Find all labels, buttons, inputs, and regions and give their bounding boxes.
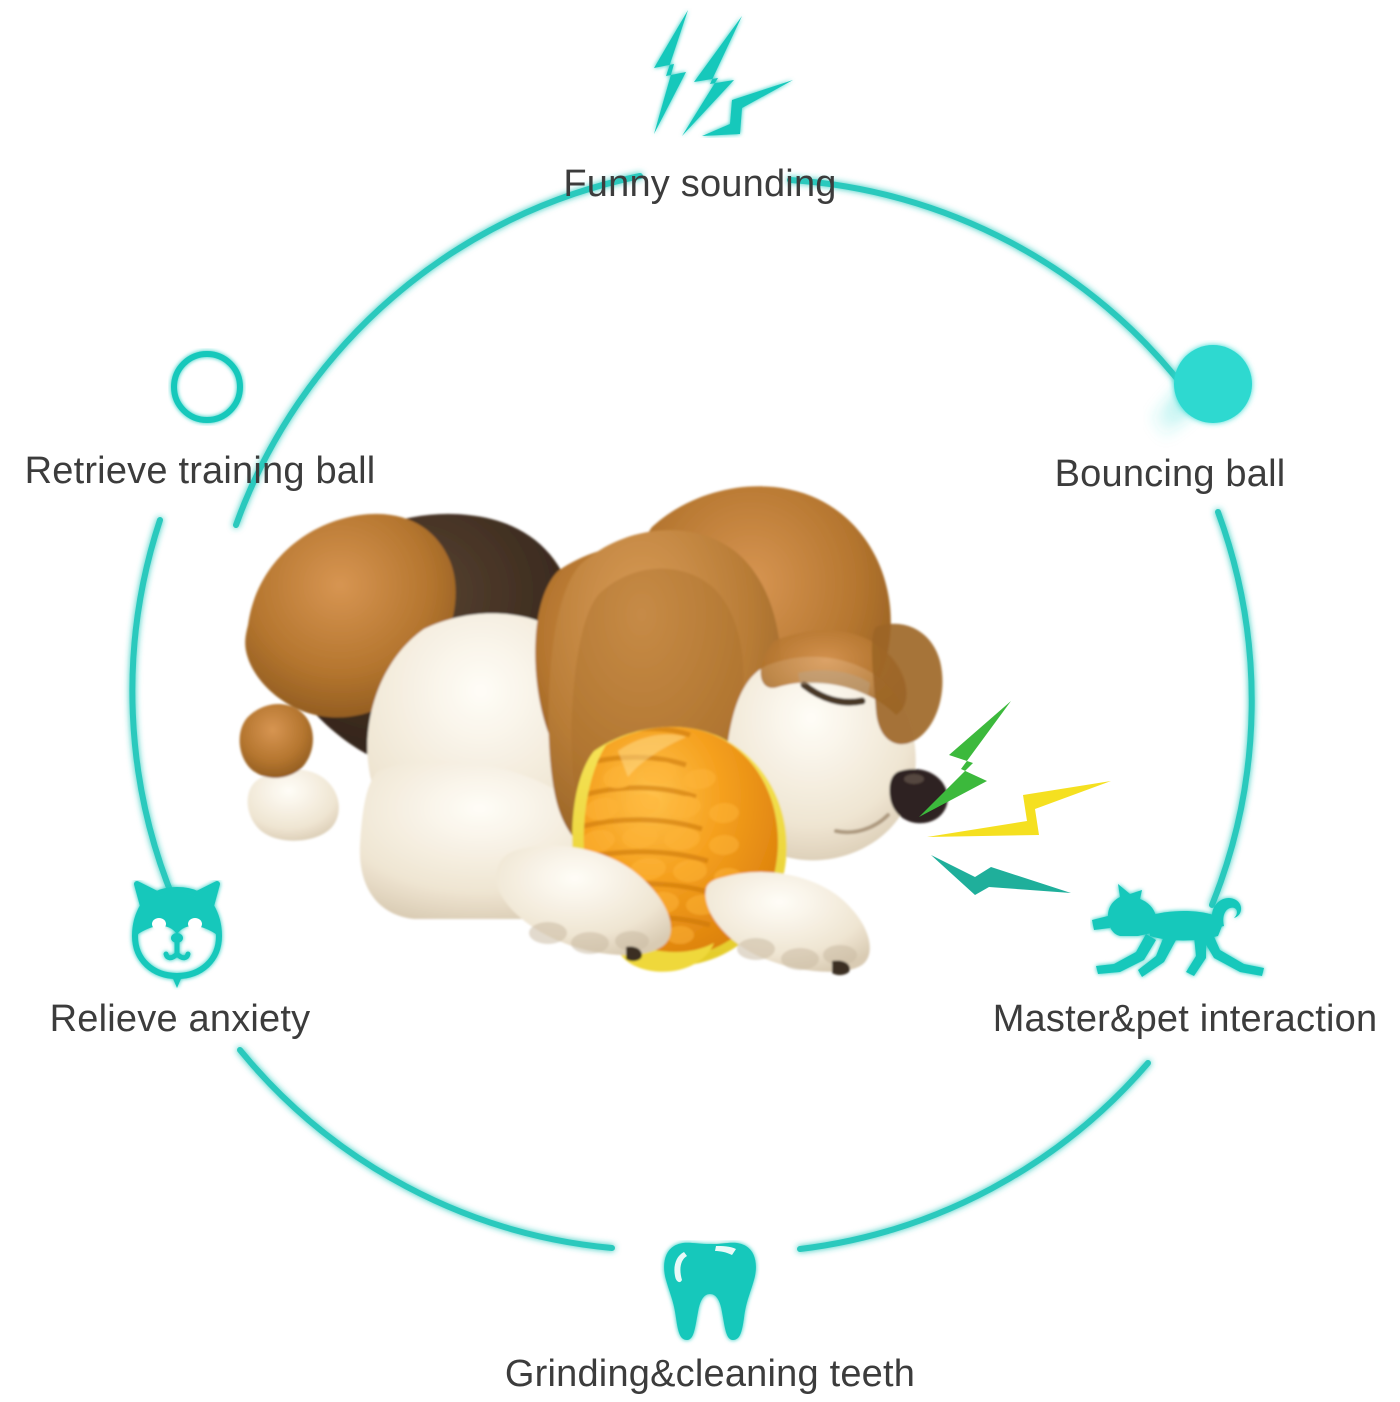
dog-nose-highlight: [904, 774, 924, 784]
ring-outline-icon: [168, 348, 246, 426]
dog-paw-right-claw: [832, 960, 850, 976]
dog-eye-right: [188, 918, 202, 930]
label-bouncing-ball: Bouncing ball: [1054, 453, 1286, 495]
dog-chin: [171, 974, 183, 988]
bolt-green-icon: [919, 701, 1011, 817]
sound-effect-bolts: [905, 695, 1125, 935]
dog-mouth: [163, 940, 191, 961]
arc-bottomleft: [237, 1047, 615, 1251]
dog-rear-foot: [247, 769, 339, 841]
toy-highlight: [618, 734, 686, 777]
tooth-notch: [715, 1246, 736, 1255]
bolt-yellow-icon: [927, 781, 1111, 837]
dog-rear-hock: [239, 703, 313, 778]
running-dog-icon: [1090, 880, 1270, 985]
label-master-pet-interaction: Master&pet interaction: [992, 998, 1378, 1040]
dog-face-mask: [137, 888, 217, 935]
toy-base: [613, 931, 714, 972]
arc-topright: [787, 177, 1189, 393]
tooth-icon: [660, 1240, 760, 1345]
tooth-shape: [664, 1242, 756, 1340]
bolt-teal-icon: [931, 855, 1071, 895]
dog-head-outline: [132, 881, 222, 979]
dog-paw-left-toes: [529, 922, 649, 954]
dog-mouth: [834, 813, 890, 835]
label-funny-sounding: Funny sounding: [563, 163, 837, 205]
arc-bottomright: [797, 1060, 1151, 1252]
dog-product-photo: [228, 415, 958, 990]
dog-nose: [889, 769, 948, 824]
label-retrieve-training-ball: Retrieve training ball: [24, 450, 376, 492]
dog-face-icon: [125, 880, 230, 990]
dog-eye-left: [152, 918, 166, 930]
dog-eye: [800, 681, 866, 706]
dog-paw-right-toes: [737, 938, 857, 970]
arc-left: [129, 517, 179, 908]
label-grinding-cleaning-teeth: Grinding&cleaning teeth: [504, 1353, 916, 1395]
dog-ear-right: [871, 623, 943, 745]
lightning-bolt-icon: [630, 8, 800, 138]
arc-right: [1209, 509, 1255, 908]
ball-shape: [1174, 345, 1252, 423]
label-relieve-anxiety: Relieve anxiety: [49, 998, 311, 1040]
dog-paw-left-claw: [626, 946, 642, 962]
dog-eye-shadow: [798, 670, 870, 695]
tooth-shine: [674, 1252, 687, 1283]
bouncing-ball-icon: [1143, 340, 1313, 450]
dog-nose: [171, 933, 183, 943]
